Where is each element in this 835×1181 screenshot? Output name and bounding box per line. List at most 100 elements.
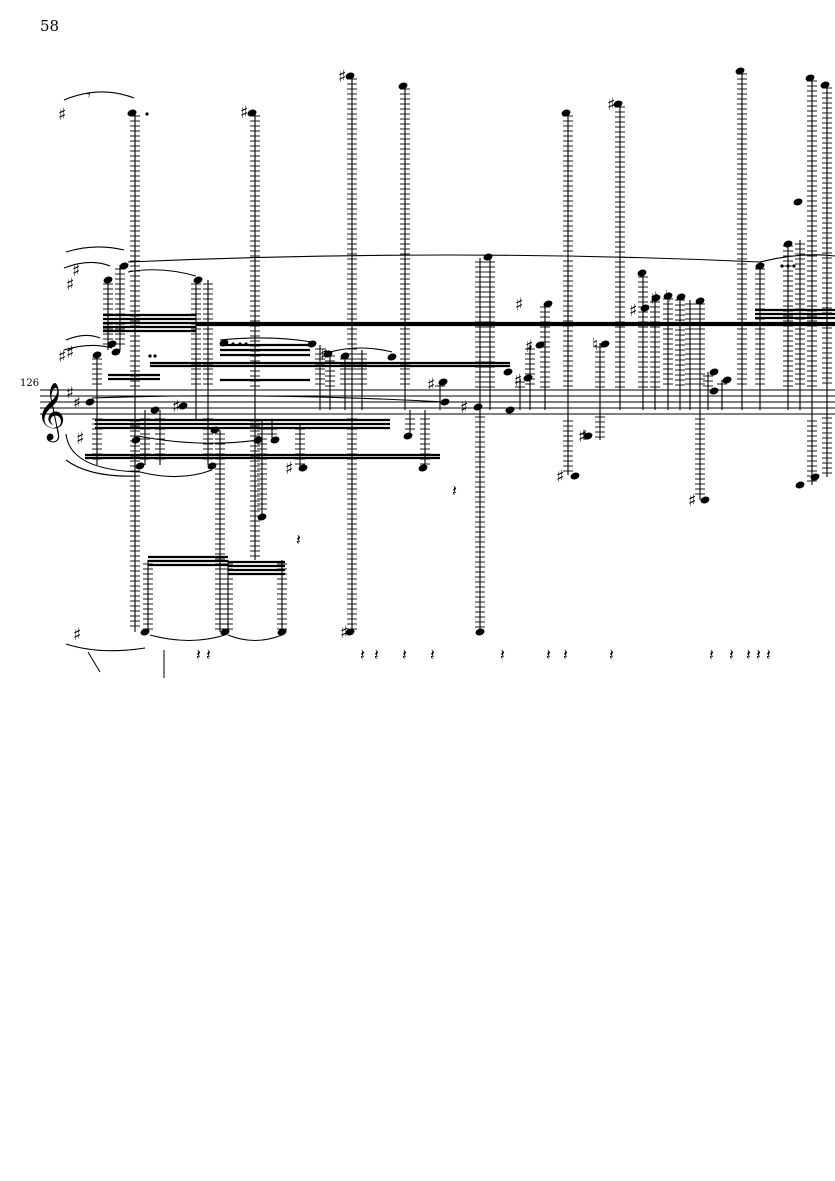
quarter-rest: 𝄽 — [563, 645, 568, 664]
slur — [65, 433, 141, 473]
notehead — [783, 240, 793, 248]
slurs-and-ties — [63, 91, 835, 652]
notehead — [676, 293, 686, 301]
notehead — [695, 297, 705, 305]
slur — [227, 634, 283, 642]
sharp-accidental: ♯ — [578, 427, 586, 447]
note-stems — [92, 70, 832, 632]
notehead — [709, 368, 719, 376]
sharp-accidental: ♯ — [460, 398, 468, 418]
accidentals: ♯♯♯♯♯♯♯♯♯♯♯♯♯♮♮♯♯♯♯♯♯♯♯♯♯♯ — [58, 67, 696, 645]
notehead — [210, 426, 220, 434]
sharp-accidental: ♯ — [629, 301, 637, 321]
quarter-rest: 𝄽 — [360, 645, 365, 664]
notehead — [543, 300, 553, 308]
notehead — [570, 472, 580, 480]
notehead — [345, 72, 355, 80]
notehead — [307, 340, 317, 348]
slur — [149, 634, 226, 641]
quarter-rest: 𝄽 — [609, 645, 614, 664]
notehead — [403, 432, 413, 440]
sharp-accidental: ♯ — [525, 337, 533, 357]
sharp-accidental: ♯ — [58, 105, 66, 125]
sharp-accidental: ♯ — [66, 275, 74, 295]
notehead — [795, 481, 805, 489]
quarter-rest: 𝄽 — [196, 645, 201, 664]
notehead — [535, 341, 545, 349]
sharp-accidental: ♯ — [340, 623, 348, 643]
notehead — [298, 464, 308, 472]
notehead — [793, 198, 803, 206]
notehead — [475, 628, 485, 636]
slur — [139, 469, 213, 478]
slur — [65, 643, 146, 652]
notehead — [111, 348, 121, 356]
measure-number: 126 — [20, 378, 40, 389]
notehead — [820, 81, 830, 89]
key-sharp: ♯ — [73, 393, 81, 412]
notehead — [700, 496, 710, 504]
quarter-rest: 𝄽 — [296, 530, 301, 549]
notehead — [755, 262, 765, 270]
natural-accidental: ♮ — [665, 287, 671, 307]
notehead — [503, 368, 513, 376]
slur — [759, 254, 835, 263]
notehead — [483, 253, 493, 261]
notehead — [735, 67, 745, 75]
notehead — [637, 269, 647, 277]
quarter-rest: 𝄽 — [746, 645, 751, 664]
notehead — [131, 436, 141, 444]
sharp-accidental: ♯ — [73, 625, 81, 645]
sharp-accidental: ♯ — [76, 429, 84, 449]
notehead — [651, 294, 661, 302]
notehead — [473, 403, 483, 411]
clef-and-key-signature: 𝄞♯♯ — [36, 382, 81, 443]
notehead — [663, 292, 673, 300]
slur — [63, 261, 111, 269]
slur — [127, 254, 761, 263]
augmentation-dot — [238, 342, 242, 346]
quarter-rest: 𝄽 — [500, 645, 505, 664]
notehead — [220, 628, 230, 636]
quarter-rest: 𝄽 — [402, 645, 407, 664]
notehead — [193, 276, 203, 284]
notehead — [103, 276, 113, 284]
notehead — [277, 628, 287, 636]
slur — [65, 459, 141, 477]
sharp-accidental: ♯ — [72, 261, 80, 281]
notehead — [92, 351, 102, 359]
notehead — [270, 436, 280, 444]
slur — [91, 395, 446, 403]
slur — [329, 347, 393, 353]
noteheads — [85, 67, 830, 636]
rests: 𝄾𝄽𝄽𝄽𝄽𝄽𝄽𝄽𝄽𝄽𝄽𝄽𝄽𝄽𝄽𝄽𝄽𝄽 — [87, 88, 771, 678]
notehead — [107, 340, 117, 348]
notehead — [805, 74, 815, 82]
quarter-rest: 𝄽 — [430, 645, 435, 664]
sharp-accidental: ♯ — [338, 67, 346, 87]
notehead — [600, 340, 610, 348]
natural-accidental: ♮ — [592, 335, 598, 355]
augmentation-dot — [153, 354, 157, 358]
augmentation-dot — [792, 264, 796, 268]
notehead — [127, 109, 137, 117]
slur — [63, 344, 113, 351]
sharp-accidental: ♯ — [688, 491, 696, 511]
augmentation-dot — [780, 264, 784, 268]
notehead — [613, 100, 623, 108]
notehead — [247, 109, 257, 117]
quarter-rest: 𝄽 — [206, 645, 211, 664]
sharp-accidental: ♯ — [650, 289, 658, 309]
sharp-accidental: ♯ — [66, 343, 74, 363]
quarter-rest: 𝄽 — [756, 645, 761, 664]
quarter-rest: 𝄽 — [729, 645, 734, 664]
notehead — [722, 376, 732, 384]
notehead — [398, 82, 408, 90]
quarter-rest: 𝄽 — [546, 645, 551, 664]
notehead — [345, 628, 355, 636]
notehead — [85, 398, 95, 406]
slur — [63, 91, 135, 101]
slur — [65, 246, 125, 253]
quarter-rest: 𝄽 — [374, 645, 379, 664]
